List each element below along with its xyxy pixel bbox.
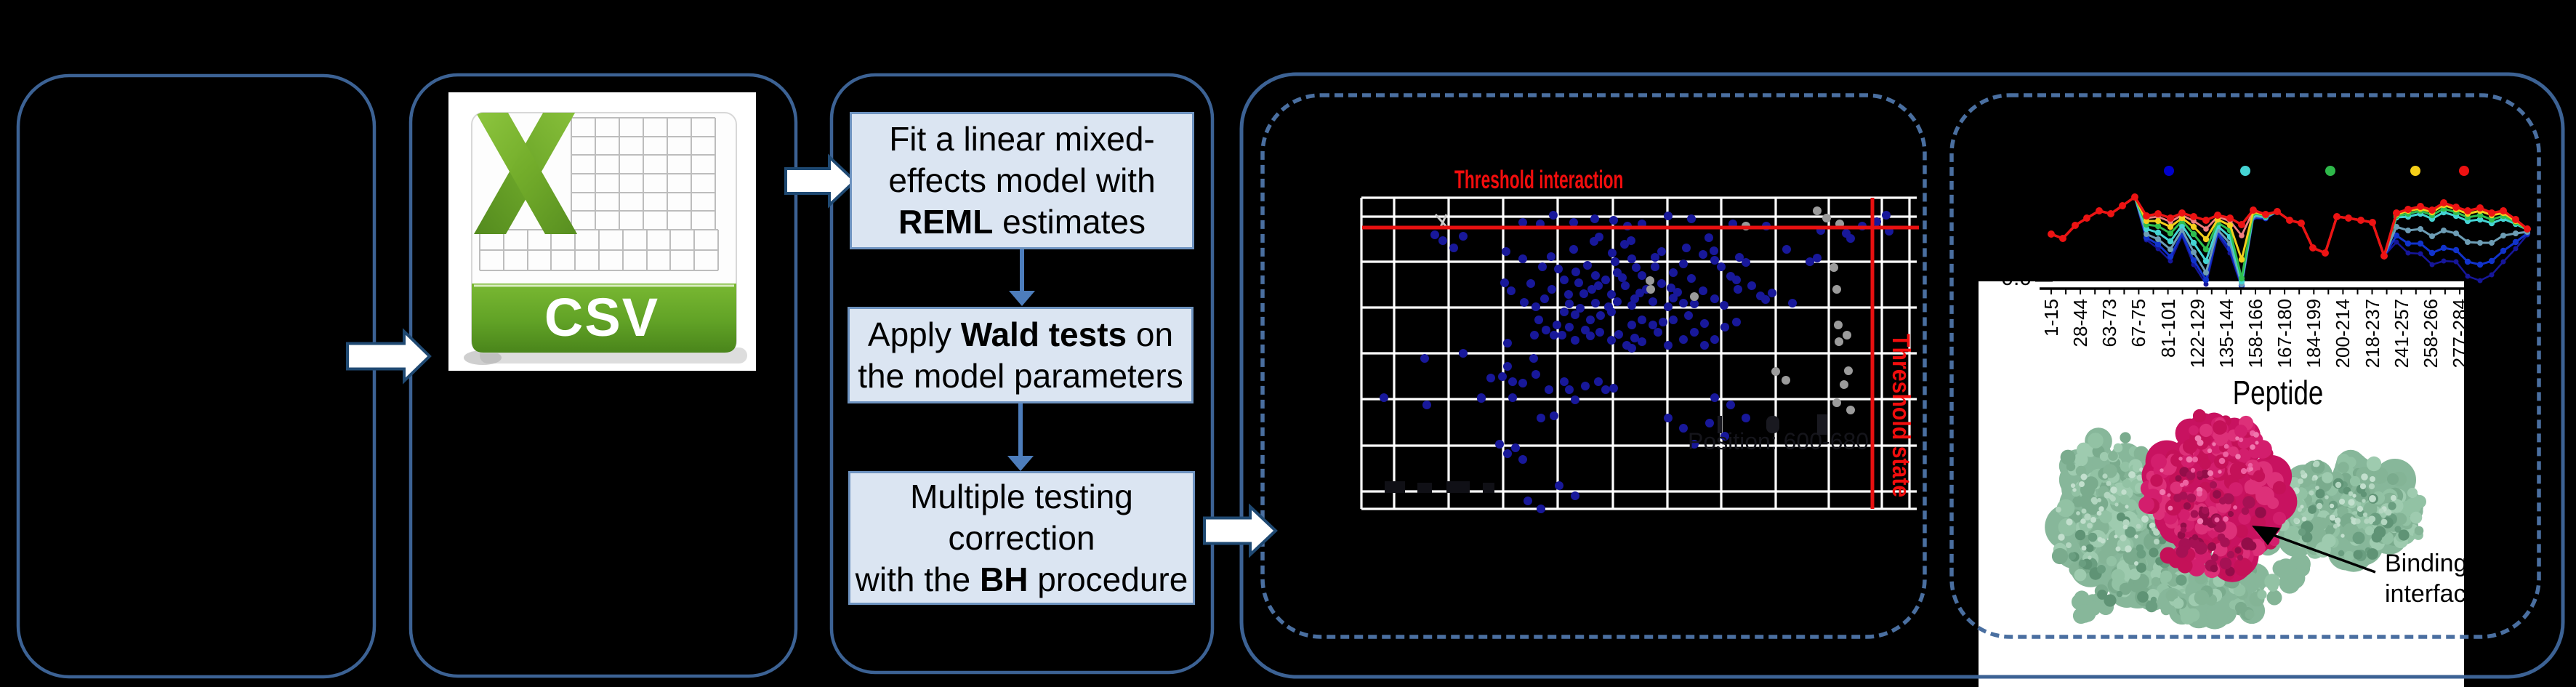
svg-text:167-180: 167-180 [2274,299,2295,368]
svg-text:241-257: 241-257 [2391,299,2412,368]
svg-text:135-144: 135-144 [2215,299,2237,368]
svg-text:Binding: Binding [2385,550,2467,577]
svg-text:122-129: 122-129 [2186,299,2208,368]
svg-text:0.0: 0.0 [2001,266,2032,290]
svg-text:Threshold interaction: Threshold interaction [1454,166,1623,194]
svg-text:218-237: 218-237 [2362,299,2383,368]
svg-text:28-44: 28-44 [2069,299,2091,347]
svg-text:277-284: 277-284 [2449,299,2471,368]
svg-text:200-214: 200-214 [2332,299,2354,368]
svg-text:81-101: 81-101 [2157,299,2179,358]
svg-text:1-15: 1-15 [2040,299,2062,337]
svg-text:63-73: 63-73 [2098,299,2120,347]
svg-text:158-166: 158-166 [2245,299,2266,368]
svg-text:Threshold state: Threshold state [1888,334,1915,497]
svg-text:Peptide: Peptide [2233,374,2324,411]
svg-text:184-199: 184-199 [2303,299,2325,368]
svg-text:67-75: 67-75 [2128,299,2149,347]
svg-text:Position: 600-680: Position: 600-680 [1688,428,1869,454]
svg-text:CSV: CSV [544,287,659,347]
svg-text:interface: interface [2385,580,2479,608]
svg-text:258-266: 258-266 [2420,299,2442,368]
